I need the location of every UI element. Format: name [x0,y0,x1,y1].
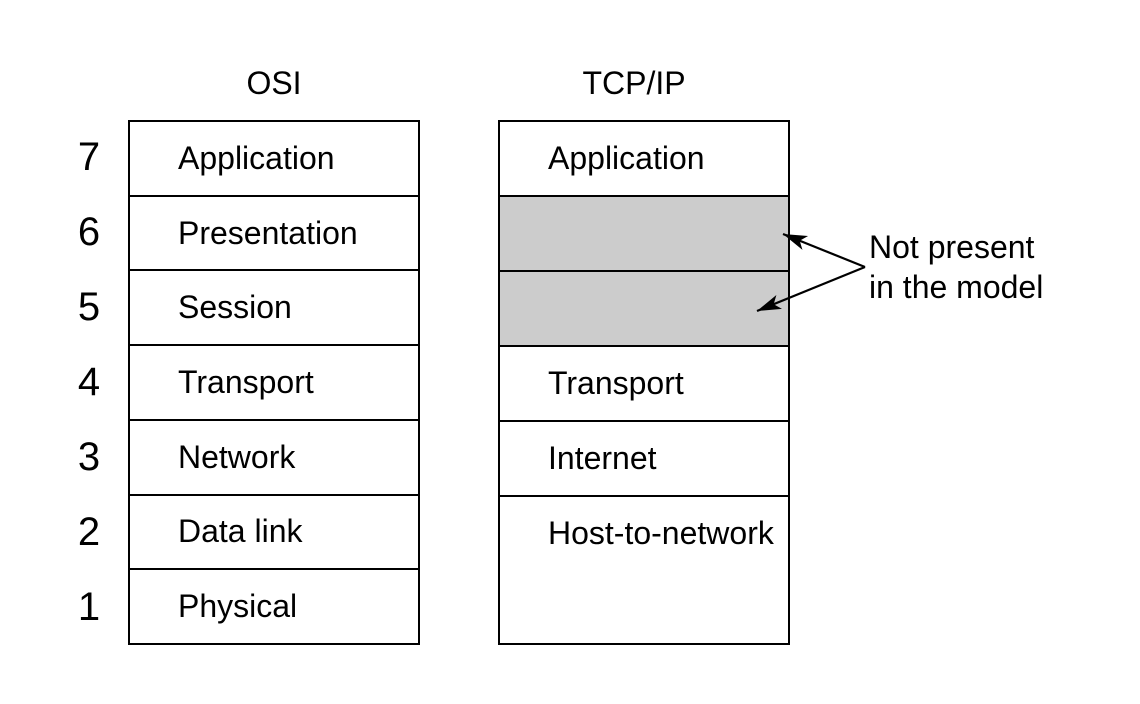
layer-number-1: 1 [77,585,101,629]
layer-number-2: 2 [77,510,101,554]
osi-row-application: Application [130,122,418,195]
tcpip-row-transport: Transport [500,345,788,420]
osi-row-network: Network [130,418,418,494]
layer-label: Data link [178,513,303,550]
annotation-not-present: Not present in the model [869,227,1043,307]
layer-label: Host-to-network [548,515,774,551]
arrow-to-upper-gray-row [782,232,866,269]
osi-row-presentation: Presentation [130,194,418,270]
osi-row-transport: Transport [130,344,418,419]
layer-label: Transport [548,365,684,401]
layer-label: Session [178,289,292,326]
tcpip-row-missing-upper [500,195,788,270]
layer-number-7: 7 [77,135,101,179]
tcpip-column-title: TCP/IP [582,65,686,101]
layer-number-4: 4 [77,360,101,404]
layer-number-6: 6 [77,210,101,254]
annotation-line-1: Not present [869,229,1035,265]
osi-layer-numbers: 7 6 5 4 3 2 1 [64,120,114,645]
layer-label: Presentation [178,214,358,251]
layer-label: Application [548,140,705,176]
tcpip-row-missing-lower [500,270,788,345]
layer-label: Transport [178,364,314,401]
annotation-line-2: in the model [869,269,1044,305]
layer-number-3: 3 [77,435,101,479]
tcpip-row-host-to-network: Host-to-network [500,495,788,643]
osi-row-data-link: Data link [130,493,418,569]
tcpip-stack: Application Transport Internet Host-to-n… [498,120,790,645]
layer-label: Network [178,438,296,475]
osi-column-title: OSI [246,65,302,101]
tcpip-row-application: Application [500,122,788,195]
tcpip-row-internet: Internet [500,420,788,495]
osi-row-physical: Physical [130,568,418,643]
layer-label: Internet [548,440,657,476]
osi-row-session: Session [130,269,418,344]
layer-label: Physical [178,588,298,625]
osi-stack: Application Presentation Session Transpo… [128,120,420,645]
layer-number-5: 5 [77,285,101,329]
layer-label: Application [178,139,335,176]
